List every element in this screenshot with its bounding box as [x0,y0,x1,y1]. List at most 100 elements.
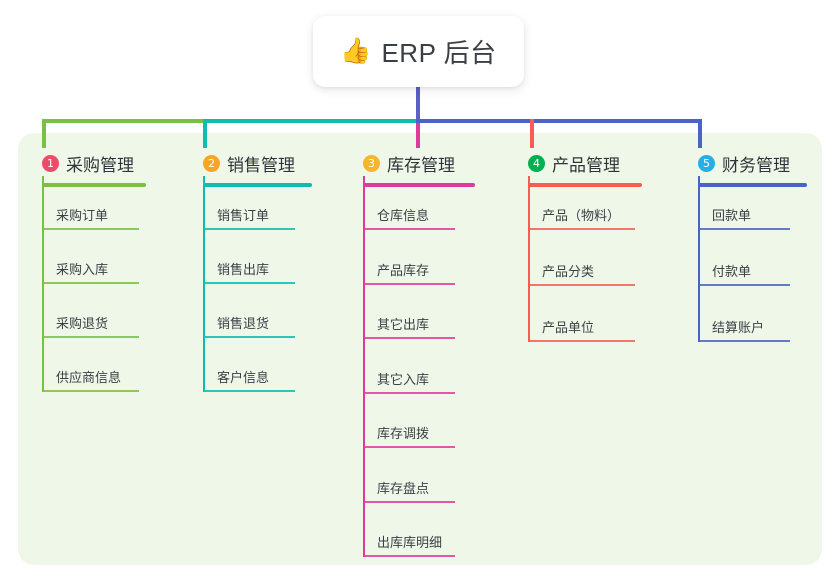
branch-header-rule [698,183,807,187]
leaf-node-rule [698,228,790,230]
branch-header-1[interactable]: 1 采购管理 [42,148,146,187]
leaf-node-rule [42,336,139,338]
branch-spine-3 [363,176,365,557]
leaf-node[interactable]: 产品（物料） [528,202,635,230]
branch-column-3: 3 库存管理仓库信息产品库存其它出库其它入库库存调拨库存盘点出库库明细 [363,148,475,557]
branch-header-label: 财务管理 [722,155,790,175]
leaf-node-label: 产品分类 [542,264,595,279]
leaf-node-rule [363,500,455,503]
drop-stem-5 [698,119,702,148]
leaf-node[interactable]: 产品库存 [363,257,455,285]
leaf-node[interactable]: 产品分类 [528,258,635,286]
leaf-node[interactable]: 产品单位 [528,314,635,342]
leaf-node-label: 采购退货 [56,316,109,331]
leaf-node[interactable]: 供应商信息 [42,364,139,392]
leaf-node-rule [42,390,139,392]
leaf-node-label: 出库库明细 [377,535,443,550]
branch-number-badge: 2 [203,154,220,172]
leaf-node-rule [363,282,455,285]
branch-header-rule [42,183,146,187]
leaf-node[interactable]: 采购订单 [42,202,139,230]
leaf-node-rule [363,337,455,339]
branch-spine-1 [42,176,44,392]
leaf-node-rule [363,391,455,394]
leaf-node[interactable]: 库存盘点 [363,475,455,503]
leaf-node[interactable]: 仓库信息 [363,202,455,230]
branch-number-badge: 4 [528,154,545,172]
leaf-node-label: 仓库信息 [377,208,430,223]
branch-header-label: 销售管理 [227,155,295,175]
root-stem [416,86,420,123]
root-node-content: 👍 ERP 后台 [340,33,496,70]
leaf-node-rule [42,282,139,284]
branch-spine-5 [698,176,700,342]
root-node-title: ERP 后台 [381,38,497,68]
branch-column-2: 2 销售管理销售订单销售出库销售退货客户信息 [203,148,312,392]
branch-header-label: 采购管理 [66,155,134,175]
leaf-node-label: 付款单 [712,264,752,279]
leaf-node-rule [363,228,455,230]
branch-header-rule [363,183,475,187]
branch-header-rule [528,183,642,187]
leaf-node[interactable]: 客户信息 [203,364,295,392]
branch-header-label: 库存管理 [387,155,455,175]
branch-header-rule [203,183,312,187]
leaf-node[interactable]: 出库库明细 [363,529,455,557]
leaf-node-label: 库存调拨 [377,426,430,441]
leaf-node-label: 产品库存 [377,262,430,278]
leaf-node-label: 结算账户 [712,320,765,335]
leaf-node-label: 库存盘点 [377,480,430,496]
leaf-node[interactable]: 付款单 [698,258,790,286]
leaf-node-rule [698,284,790,286]
branch-header-3[interactable]: 3 库存管理 [363,148,475,187]
branch-number-badge: 5 [698,154,715,172]
leaf-node-label: 客户信息 [217,370,270,385]
leaf-node-label: 采购入库 [56,262,109,277]
leaf-node-rule [528,340,635,342]
branch-header-2[interactable]: 2 销售管理 [203,148,312,187]
branch-header-5[interactable]: 5 财务管理 [698,148,807,187]
leaf-node-label: 销售退货 [217,316,270,331]
root-node-erp-backend[interactable]: 👍 ERP 后台 [313,16,524,87]
leaf-node[interactable]: 销售订单 [203,202,295,230]
bus-segment-1 [42,119,206,123]
leaf-node-rule [203,336,295,338]
leaf-node[interactable]: 采购退货 [42,310,139,338]
leaf-node[interactable]: 采购入库 [42,256,139,284]
leaf-node-label: 产品（物料） [542,208,621,223]
leaf-node-label: 采购订单 [56,208,109,223]
bus-segment-3 [416,119,702,123]
diagram-panel [18,133,822,565]
leaf-node-label: 产品单位 [542,320,595,335]
leaf-node[interactable]: 回款单 [698,202,790,230]
branch-spine-2 [203,176,205,392]
leaf-node[interactable]: 库存调拨 [363,420,455,448]
leaf-node[interactable]: 销售退货 [203,310,295,338]
leaf-node[interactable]: 其它入库 [363,366,455,394]
leaf-node[interactable]: 结算账户 [698,314,790,342]
leaf-node-label: 供应商信息 [56,370,122,385]
leaf-node-label: 销售订单 [217,208,270,223]
leaf-node[interactable]: 其它出库 [363,311,455,339]
drop-stem-4 [530,119,534,148]
leaf-node-rule [42,228,139,230]
leaf-node-rule [203,228,295,230]
leaf-node[interactable]: 销售出库 [203,256,295,284]
branch-spine-4 [528,176,530,342]
branch-column-1: 1 采购管理采购订单采购入库采购退货供应商信息 [42,148,146,392]
bus-segment-2 [203,119,418,123]
leaf-node-rule [203,390,295,392]
branch-number-badge: 1 [42,154,59,172]
leaf-node-label: 销售出库 [217,262,270,277]
leaf-node-label: 其它入库 [377,371,430,387]
leaf-node-label: 回款单 [712,208,752,223]
branch-number-badge: 3 [363,154,380,172]
leaf-node-label: 其它出库 [377,317,430,332]
leaf-node-rule [528,228,635,230]
leaf-node-rule [528,284,635,286]
branch-column-5: 5 财务管理回款单付款单结算账户 [698,148,807,342]
drop-stem-1 [42,119,46,148]
